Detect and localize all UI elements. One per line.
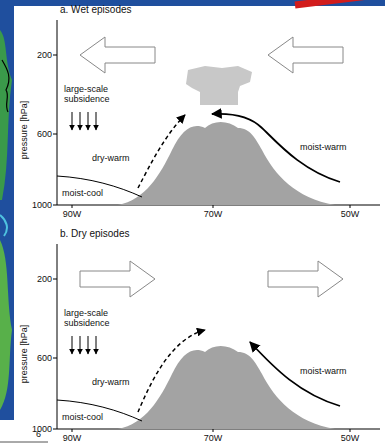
plot-ground — [14, 6, 385, 446]
longitude-label: 70W — [204, 433, 223, 443]
map-river — [0, 215, 7, 236]
longitude-label: 50W — [341, 209, 360, 219]
annotation: large-scale subsidence — [64, 308, 122, 329]
panel-dry — [53, 244, 380, 432]
dry-flow-arrow — [138, 330, 205, 412]
map-land — [0, 240, 12, 410]
axis-title: pressure [hPa] — [19, 325, 29, 384]
wind-arrow — [80, 261, 155, 297]
airmass-label: moist-cool — [62, 188, 103, 198]
airmass-label: moist-cool — [62, 412, 103, 422]
longitude-label: 70W — [204, 209, 223, 219]
annotation: large-scale subsidence — [64, 84, 122, 105]
page-number: 6 — [36, 429, 41, 439]
dry-flow-arrow — [138, 115, 185, 188]
tick-label: 600 — [37, 129, 52, 139]
longitude-label: 90W — [63, 209, 82, 219]
panel-axes-mountain — [53, 244, 380, 432]
coastline — [2, 60, 9, 112]
tick-label: 600 — [37, 353, 52, 363]
map-land — [0, 30, 12, 200]
tick-label: 200 — [37, 50, 52, 60]
wind-arrow — [268, 261, 343, 297]
tick-label: 1000 — [32, 424, 52, 434]
wind-arrow — [268, 37, 343, 73]
rule-line — [0, 442, 48, 443]
longitude-label: 50W — [341, 433, 360, 443]
panel-title: b. Dry episodes — [60, 228, 129, 240]
tick-label: 1000 — [32, 200, 52, 210]
airmass-label: moist-warm — [300, 366, 347, 376]
wind-arrow — [80, 37, 155, 73]
axis-title: pressure [hPa] — [19, 101, 29, 160]
longitude-label: 90W — [63, 433, 82, 443]
panel-axes-mountain — [53, 20, 380, 208]
airmass-label: moist-warm — [300, 142, 347, 152]
tick-label: 200 — [37, 274, 52, 284]
airmass-label: dry-warm — [92, 153, 130, 163]
airmass-label: dry-warm — [92, 377, 130, 387]
cloud — [186, 66, 252, 105]
panel-title: a. Wet episodes — [60, 4, 132, 16]
panel-wet — [53, 20, 380, 208]
map-red-line — [295, 0, 385, 5]
